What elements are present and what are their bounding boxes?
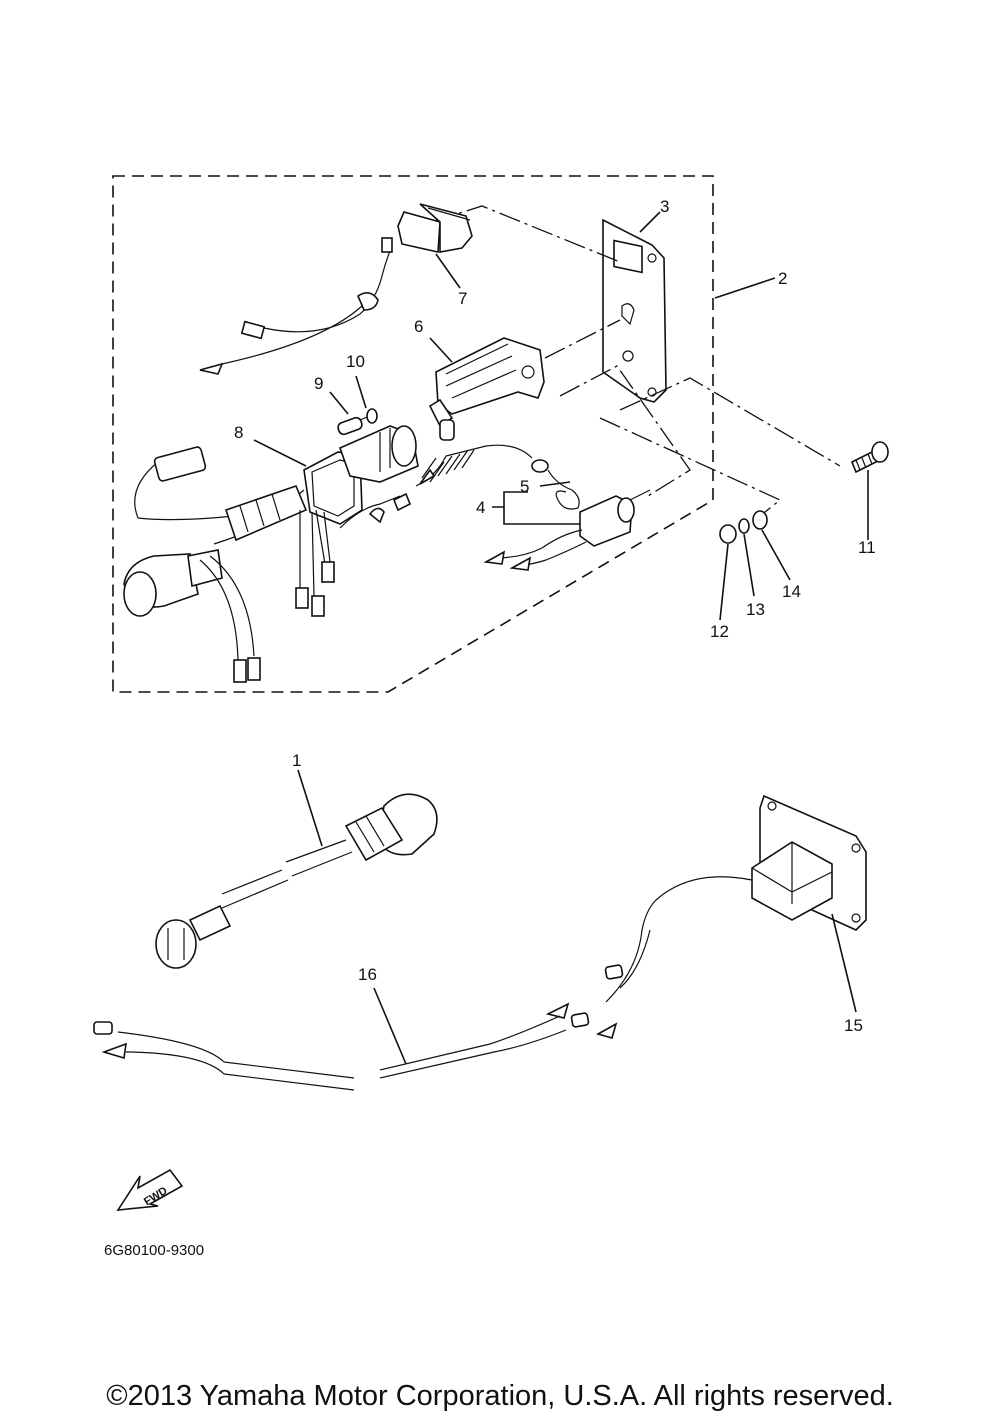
lead-wire-part-16 (93, 1015, 567, 1091)
leader-7 (435, 253, 461, 289)
alignment-line (619, 377, 841, 467)
assembly-boundary (112, 175, 714, 693)
leader-5 (539, 481, 571, 487)
leader-16 (373, 987, 407, 1065)
leader-13 (743, 533, 755, 597)
leader-14 (761, 529, 791, 581)
screw-part-11 (850, 441, 889, 474)
fwd-arrow-icon (116, 1168, 184, 1211)
leader-3 (639, 211, 661, 233)
alignment-line (599, 417, 782, 517)
leader-10 (355, 375, 367, 409)
alignment-line (559, 365, 691, 497)
leader-8 (253, 439, 307, 467)
callout-8: 8 (234, 423, 243, 442)
callout-14: 14 (782, 582, 801, 601)
callout-2: 2 (778, 269, 787, 288)
callout-5: 5 (520, 477, 529, 496)
diagram-code: 6G80100-9300 (104, 1242, 204, 1259)
leader-9 (329, 391, 349, 415)
leader-4 (492, 491, 528, 508)
washer-part-10 (366, 408, 378, 424)
plate-part-15 (545, 794, 867, 1039)
leader-12 (719, 543, 729, 621)
callout-15: 15 (844, 1016, 863, 1035)
callout-4: 4 (476, 498, 485, 517)
main-switch-part-8 (123, 425, 419, 683)
callout-6: 6 (414, 317, 423, 336)
alignment-line (544, 319, 621, 359)
copyright-notice: ©2013 Yamaha Motor Corporation, U.S.A. A… (106, 1380, 894, 1412)
leader-6 (429, 337, 453, 363)
callout-1: 1 (292, 751, 301, 770)
plate-part-3 (602, 218, 667, 403)
callout-11: 11 (858, 538, 876, 557)
leader-4b (503, 507, 580, 525)
washer-part-14 (752, 510, 768, 530)
switch-part-7 (199, 203, 473, 375)
leader-1 (297, 769, 323, 847)
callout-7: 7 (458, 289, 467, 308)
leader-2 (714, 277, 776, 299)
lock-washer-part-13 (738, 518, 750, 534)
callout-12: 12 (710, 622, 729, 641)
leader-15 (831, 913, 857, 1013)
callout-13: 13 (746, 600, 765, 619)
lanyard-part-5 (339, 444, 580, 529)
callout-16: 16 (358, 965, 377, 984)
callout-3: 3 (660, 197, 669, 216)
callout-9: 9 (314, 374, 323, 393)
stop-switch-part-4 (483, 489, 651, 571)
callout-10: 10 (346, 352, 365, 371)
nut-part-12 (719, 524, 737, 544)
bracket-part-6 (428, 337, 545, 441)
extension-harness-part-1 (155, 793, 438, 969)
